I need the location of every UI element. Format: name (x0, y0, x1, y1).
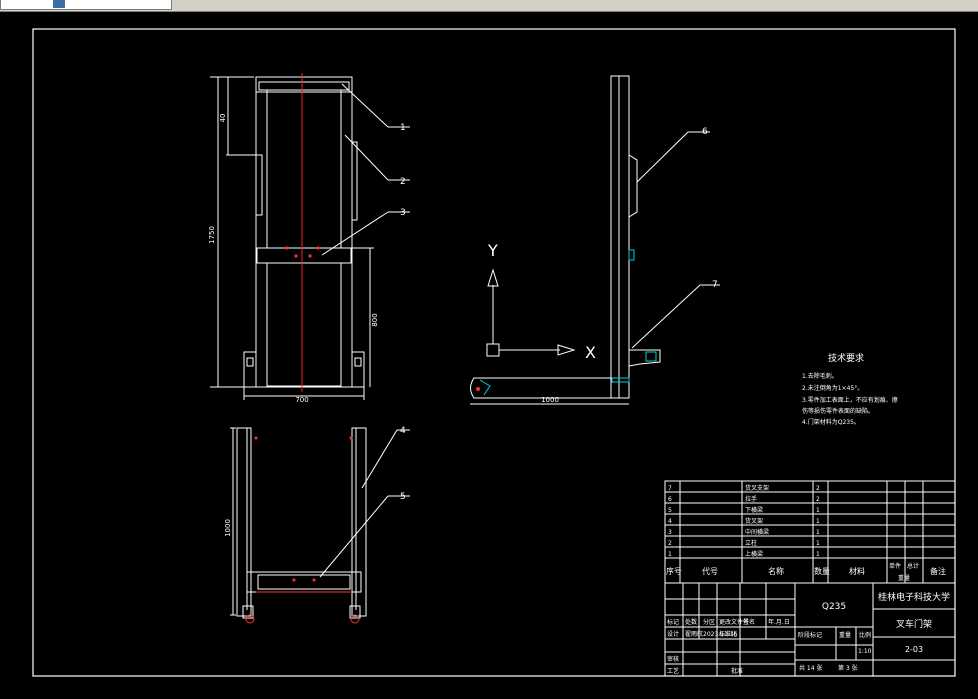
tech-line-2: 2.未注倒角为1×45°。 (802, 384, 863, 392)
front-holes (285, 246, 320, 258)
bom-name-6: 立柱 (745, 539, 757, 547)
sheet-count: 共 14 张 (799, 664, 822, 672)
document-icon (53, 0, 65, 8)
scale-label: 比例 (859, 631, 871, 639)
dim-lower-view: 1000 (224, 519, 232, 537)
axis-y-label: Y (487, 241, 498, 260)
rev-col-sign: 签名 (743, 618, 755, 626)
dim-width: 700 (295, 396, 308, 404)
bom-name-1: 货叉支架 (745, 484, 769, 492)
part-label-1: 1 (400, 123, 406, 133)
dim-total: 1750 (208, 226, 216, 244)
bom-qty-2: 2 (816, 496, 820, 503)
rev-col-date: 年.月.日 (768, 618, 790, 626)
bom-qty-6: 1 (816, 540, 820, 547)
bom-qty-7: 1 (816, 551, 820, 558)
standard-label: 标准化 (719, 630, 737, 638)
designer-name: 翟雨航 (685, 630, 703, 638)
bom-no-1: 7 (668, 485, 672, 492)
lower-view-red (245, 591, 360, 624)
bom-header-code: 代号 (702, 566, 718, 576)
drawing-name: 叉车门架 (896, 618, 932, 630)
bom-header-no: 序号 (666, 566, 682, 576)
part-label-5: 5 (400, 492, 406, 502)
part-label-3: 3 (400, 208, 406, 218)
bom-name-5: 中间横梁 (745, 528, 769, 536)
bom-qty-5: 1 (816, 529, 820, 536)
ucs-icon (486, 268, 576, 357)
bom-header-unit: 单件 (889, 562, 901, 570)
bom-name-4: 货叉架 (745, 517, 763, 525)
rev-col-mark: 标记 (667, 618, 679, 626)
material-value: Q235 (822, 602, 846, 612)
bom-header-weight: 重量 (898, 574, 910, 582)
part-label-7: 7 (712, 280, 718, 290)
bom-no-5: 3 (668, 529, 672, 536)
bom-header-material: 材料 (849, 566, 865, 576)
bom-no-6: 2 (668, 540, 672, 547)
bom-header-name: 名称 (768, 566, 784, 576)
drawing-border (32, 28, 956, 677)
tech-line-3: 3.零件加工表面上，不应有划痕、擦 (802, 396, 898, 404)
axis-x-label: X (585, 343, 596, 362)
part-label-4: 4 (400, 426, 406, 436)
bom-no-7: 1 (668, 551, 672, 558)
tech-line-4: 伤等损伤零件表面的缺陷。 (802, 407, 874, 415)
cad-drawing: 40 1750 800 700 1 2 3 1000 4 5 (32, 28, 956, 677)
bom-qty-4: 1 (816, 518, 820, 525)
weight-label: 重量 (839, 631, 851, 639)
window-titlebar (0, 0, 978, 12)
cad-canvas[interactable]: 40 1750 800 700 1 2 3 1000 4 5 (0, 12, 978, 695)
drawing-number: 2-03 (905, 645, 923, 654)
side-view-cyan (479, 249, 657, 396)
part-label-2: 2 (400, 177, 406, 187)
tech-title: 技术要求 (828, 352, 864, 364)
tech-line-1: 1.去除毛刺。 (802, 372, 838, 380)
tech-line-5: 4.门架材料为Q235。 (802, 418, 860, 426)
rev-col-zone: 分区 (703, 618, 715, 626)
bom-name-2: 拉手 (745, 495, 757, 503)
rev-col-file: 更改文件号 (719, 618, 749, 626)
bom-qty-3: 1 (816, 507, 820, 514)
side-view (470, 75, 720, 405)
bom-no-2: 6 (668, 496, 672, 503)
bom-header-remark: 备注 (930, 566, 946, 576)
university-name: 桂林电子科技大学 (878, 591, 950, 603)
bom-name-3: 下横梁 (745, 506, 763, 514)
bom-header-qty: 数量 (814, 566, 830, 576)
bom-no-4: 4 (668, 518, 672, 525)
scale-value: 1:10 (858, 648, 872, 655)
dim-length: 1000 (541, 396, 559, 404)
bom-qty-1: 2 (816, 485, 820, 492)
front-view (210, 76, 410, 400)
design-date: 2023.11.16 (703, 631, 738, 638)
process-label: 工艺 (667, 667, 679, 675)
bom-name-7: 上横梁 (745, 550, 763, 558)
check-label: 审核 (667, 655, 679, 663)
dim-lower: 800 (371, 313, 379, 326)
part-label-6: 6 (702, 127, 708, 137)
design-label: 设计 (667, 630, 679, 638)
sheet-number: 第 3 张 (838, 664, 858, 672)
bom-header-total: 总计 (907, 562, 919, 570)
lower-view (230, 427, 410, 619)
title-block-lines (664, 480, 956, 677)
dim-top: 40 (219, 114, 227, 123)
rev-col-count: 处数 (685, 618, 697, 626)
stage-label: 阶段标记 (798, 631, 822, 639)
approve-label: 批准 (731, 667, 743, 675)
document-tab[interactable] (0, 0, 172, 10)
bom-no-3: 5 (668, 507, 672, 514)
